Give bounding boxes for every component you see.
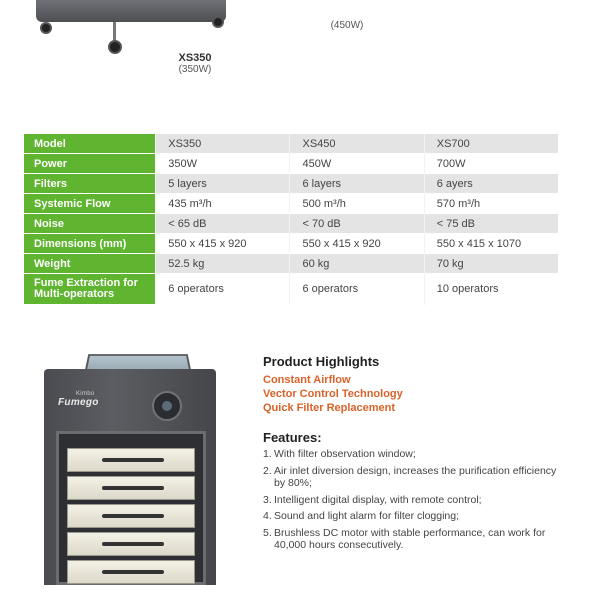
table-cell: 10 operators [423, 273, 558, 305]
model-caption-name: XS350 [178, 52, 212, 64]
feature-item: 2. Air inlet diversion design, increases… [263, 465, 563, 490]
table-cell: < 65 dB [155, 213, 290, 234]
model-caption-power: (450W) [330, 20, 364, 31]
feature-number: 5. [263, 526, 272, 539]
table-cell: 60 kg [289, 253, 425, 274]
filter-drawer [67, 448, 195, 472]
table-row: Fume Extraction for Multi-operators 6 op… [24, 273, 558, 305]
table-row: Noise < 65 dB < 70 dB < 75 dB [24, 213, 558, 234]
highlights-title: Product Highlights [263, 354, 380, 369]
row-label: Weight [24, 253, 157, 274]
filter-observation-window [56, 431, 206, 585]
features-title: Features: [263, 430, 322, 445]
row-label: Noise [24, 213, 157, 234]
table-cell: 350W [155, 153, 290, 174]
table-row: Dimensions (mm) 550 x 415 x 920 550 x 41… [24, 233, 558, 254]
feature-number: 4. [263, 510, 272, 522]
row-label: Systemic Flow [24, 193, 157, 214]
table-cell: 570 m³/h [423, 193, 558, 214]
table-cell: 6 ayers [423, 173, 558, 194]
feature-item: 3. Intelligent digital display, with rem… [263, 494, 563, 507]
table-cell: 550 x 415 x 920 [289, 233, 425, 254]
features-list: 1. With filter observation window; 2. Ai… [263, 448, 563, 556]
row-label: Model [24, 134, 157, 154]
table-cell: 52.5 kg [155, 253, 290, 274]
caster-wheel-icon [212, 16, 224, 28]
table-row: Filters 5 layers 6 layers 6 ayers [24, 173, 558, 194]
table-cell: 500 m³/h [289, 193, 425, 214]
model-caption-xs350: XS350 (350W) [160, 52, 230, 75]
table-cell: 70 kg [423, 253, 558, 274]
table-cell: 450W [289, 153, 425, 174]
brand-logo-text: Fumego [58, 397, 99, 408]
model-caption-power: (350W) [178, 64, 212, 75]
row-label: Power [24, 153, 157, 174]
table-cell: 435 m³/h [155, 193, 290, 214]
highlight-item: Quick Filter Replacement [263, 402, 396, 414]
table-cell: 6 layers [289, 173, 425, 194]
filter-drawer [67, 504, 195, 528]
feature-text: With filter observation window; [274, 448, 416, 460]
table-row: Systemic Flow 435 m³/h 500 m³/h 570 m³/h [24, 193, 558, 214]
feature-item: 1. With filter observation window; [263, 448, 563, 461]
table-cell: < 70 dB [289, 213, 425, 234]
feature-number: 3. [263, 493, 272, 506]
row-label: Fume Extraction for Multi-operators [24, 273, 157, 305]
table-cell: 550 x 415 x 1070 [423, 233, 558, 254]
brand-logo-subtext: Kimbo [76, 391, 95, 397]
highlight-item: Vector Control Technology [263, 388, 403, 400]
column-header-xs700: XS700 [423, 134, 558, 154]
highlights-list: Constant Airflow Vector Control Technolo… [263, 373, 403, 415]
row-label: Filters [24, 173, 157, 194]
model-caption-xs450: (450W) [312, 20, 382, 31]
product-section: Kimbo Fumego Product Highlights Constant… [0, 325, 600, 585]
top-product-images: XS350 (350W) (450W) [0, 0, 600, 120]
table-row: Power 350W 450W 700W [24, 153, 558, 174]
product-unit-base-image [36, 0, 226, 22]
table-cell: 5 layers [155, 173, 290, 194]
feature-number: 1. [263, 448, 272, 460]
table-cell: 700W [423, 153, 558, 174]
table-row: Weight 52.5 kg 60 kg 70 kg [24, 253, 558, 274]
row-label: Dimensions (mm) [24, 233, 157, 254]
filter-drawer [67, 532, 195, 556]
table-cell: 6 operators [289, 273, 425, 305]
filter-drawer [67, 476, 195, 500]
highlight-item: Constant Airflow [263, 374, 351, 386]
caster-wheel-icon [40, 22, 52, 34]
brand-logo: Kimbo Fumego [58, 391, 99, 408]
control-dial-icon [152, 391, 182, 421]
spec-table: Model XS350 XS450 XS700 Power 350W 450W … [24, 134, 558, 305]
feature-text: Intelligent digital display, with remote… [274, 493, 482, 506]
column-header-xs350: XS350 [155, 134, 290, 154]
table-cell: 6 operators [155, 273, 290, 305]
caster-wheel-icon [108, 40, 122, 54]
feature-number: 2. [263, 464, 272, 477]
feature-item: 4. Sound and light alarm for filter clog… [263, 510, 563, 523]
table-cell: 550 x 415 x 920 [155, 233, 290, 254]
feature-text: Sound and light alarm for filter cloggin… [274, 510, 460, 522]
column-header-xs450: XS450 [289, 134, 425, 154]
table-row-model: Model XS350 XS450 XS700 [24, 134, 558, 154]
feature-text: Air inlet diversion design, increases th… [274, 464, 557, 490]
filter-drawer [67, 560, 195, 584]
caster-stem [113, 22, 116, 42]
table-cell: < 75 dB [423, 213, 558, 234]
feature-item: 5. Brushless DC motor with stable perfor… [263, 527, 563, 552]
feature-text: Brushless DC motor with stable performan… [274, 526, 546, 552]
